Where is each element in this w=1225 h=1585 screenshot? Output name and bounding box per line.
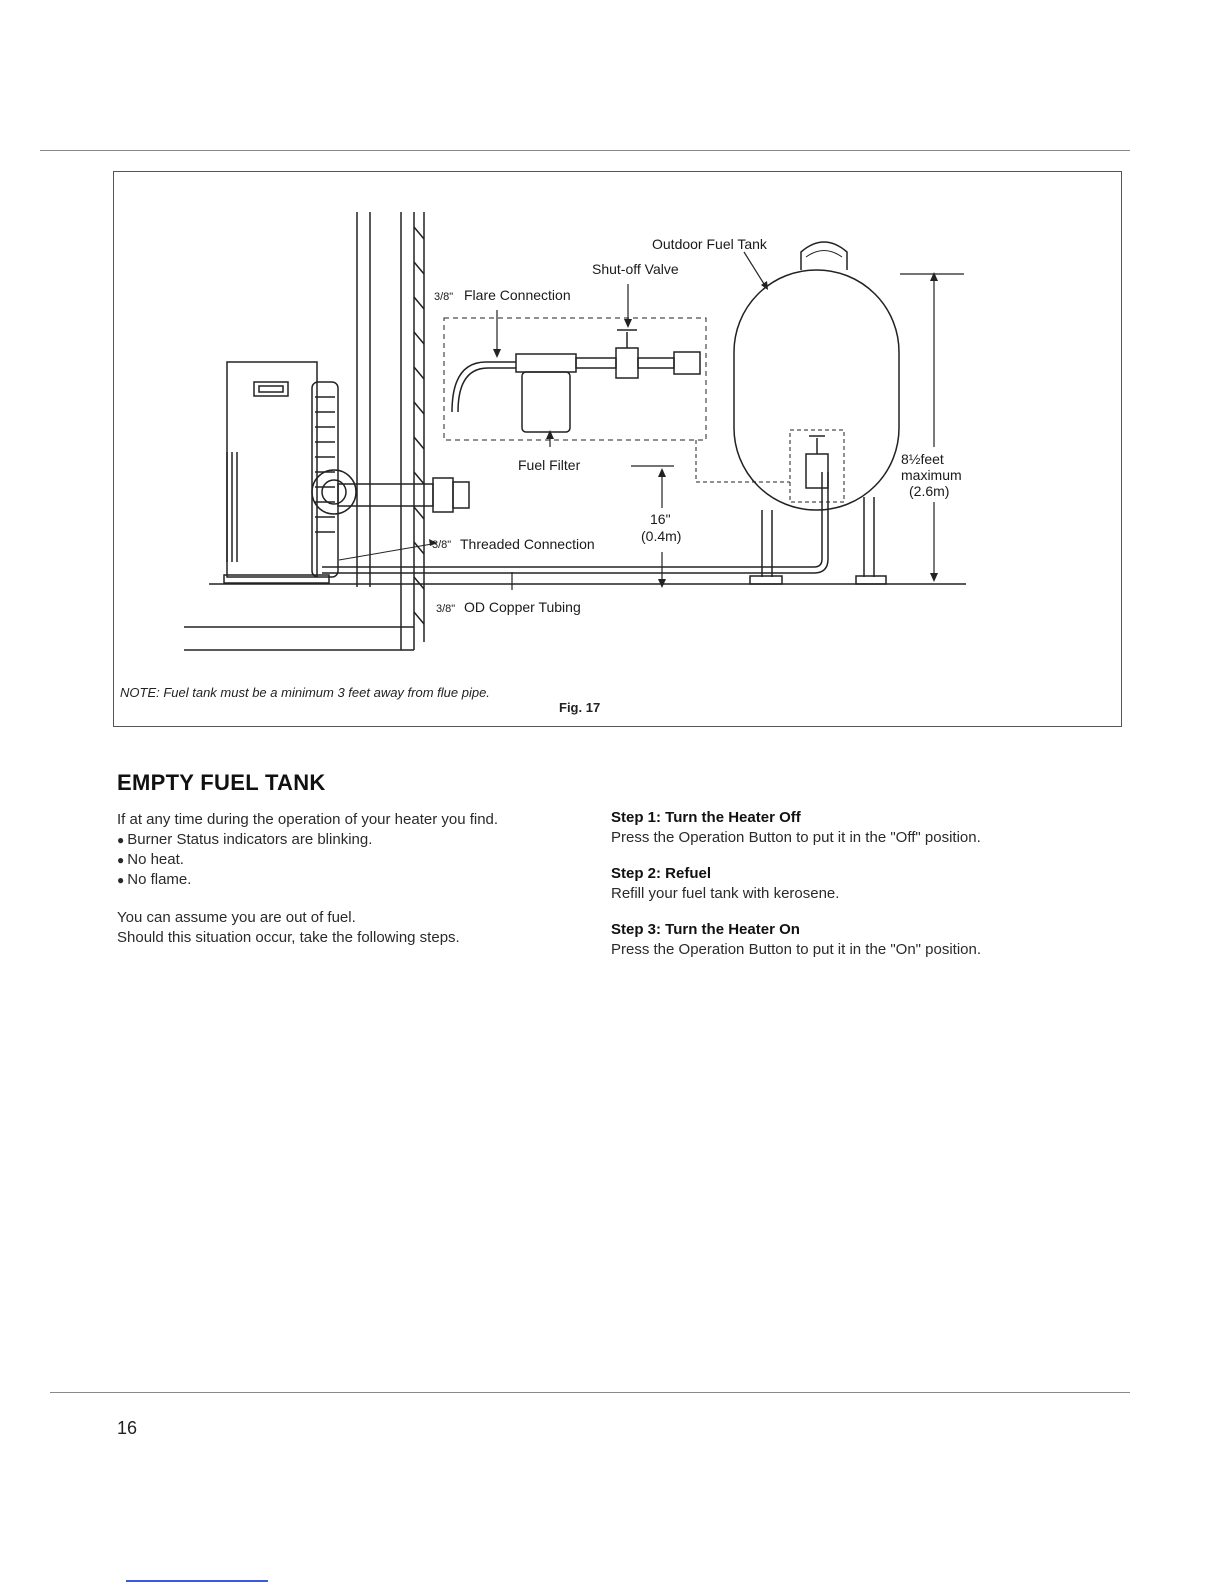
symptom-list: Burner Status indicators are blinking. N… (117, 830, 567, 890)
steps-column: Step 1: Turn the Heater Off Press the Op… (611, 808, 1071, 976)
step-title: Step 1: Turn the Heater Off (611, 809, 801, 826)
label-outdoor-fuel-tank: Outdoor Fuel Tank (652, 236, 768, 252)
fuel-filter-assembly (451, 329, 701, 433)
label-height-16-metric: (0.4m) (641, 528, 681, 544)
step-text: Refill your fuel tank with kerosene. (611, 885, 840, 902)
label-tubing-fraction: 3/8" (436, 603, 455, 615)
label-shutoff-valve: Shut-off Valve (592, 261, 679, 277)
outro-text: You can assume you are out of fuel. (117, 909, 356, 926)
label-fuel-filter: Fuel Filter (518, 457, 581, 473)
step-2: Step 2: Refuel Refill your fuel tank wit… (611, 864, 1071, 904)
label-threaded-fraction: 3/8" (432, 539, 451, 551)
section-title: EMPTY FUEL TANK (117, 770, 326, 795)
label-height-16: 16" (650, 511, 671, 527)
label-threaded-connection: Threaded Connection (460, 536, 595, 552)
step-title: Step 3: Turn the Heater On (611, 921, 800, 938)
label-copper-tubing: OD Copper Tubing (464, 599, 581, 615)
outdoor-fuel-tank (733, 241, 900, 585)
label-height-max: 8½feet (901, 451, 944, 467)
installation-diagram: Outdoor Fuel Tank Shut-off Valve 3/8" Fl… (184, 212, 966, 651)
step-1: Step 1: Turn the Heater Off Press the Op… (611, 808, 1071, 848)
top-rule (40, 150, 1130, 151)
step-text: Press the Operation Button to put it in … (611, 941, 982, 958)
label-height-max-metric: (2.6m) (909, 483, 949, 499)
symptom-item: No flame. (117, 870, 567, 890)
step-3: Step 3: Turn the Heater On Press the Ope… (611, 920, 1071, 960)
bottom-rule (50, 1392, 1130, 1393)
page-number: 16 (117, 1418, 138, 1438)
intro-text: If at any time during the operation of y… (117, 811, 499, 828)
label-flare-connection: Flare Connection (464, 287, 571, 303)
figure-caption: Fig. 17 (559, 700, 601, 715)
figure-frame: Outdoor Fuel Tank Shut-off Valve 3/8" Fl… (113, 171, 1122, 727)
left-column: If at any time during the operation of y… (117, 810, 567, 948)
symptom-item: No heat. (117, 850, 567, 870)
copper-tubing-line (322, 472, 823, 568)
house-wall (184, 212, 425, 651)
step-title: Step 2: Refuel (611, 865, 712, 882)
flue-pipe (337, 477, 470, 513)
symptom-item: Burner Status indicators are blinking. (117, 830, 567, 850)
label-flare-fraction: 3/8" (434, 291, 453, 303)
detail-box (443, 317, 707, 441)
figure-note: NOTE: Fuel tank must be a minimum 3 feet… (120, 685, 490, 700)
step-text: Press the Operation Button to put it in … (611, 829, 981, 846)
heater-unit (223, 361, 357, 584)
bottom-link-mark (126, 1580, 268, 1582)
label-height-max-word: maximum (901, 467, 962, 483)
outro-text: Should this situation occur, take the fo… (117, 929, 460, 946)
